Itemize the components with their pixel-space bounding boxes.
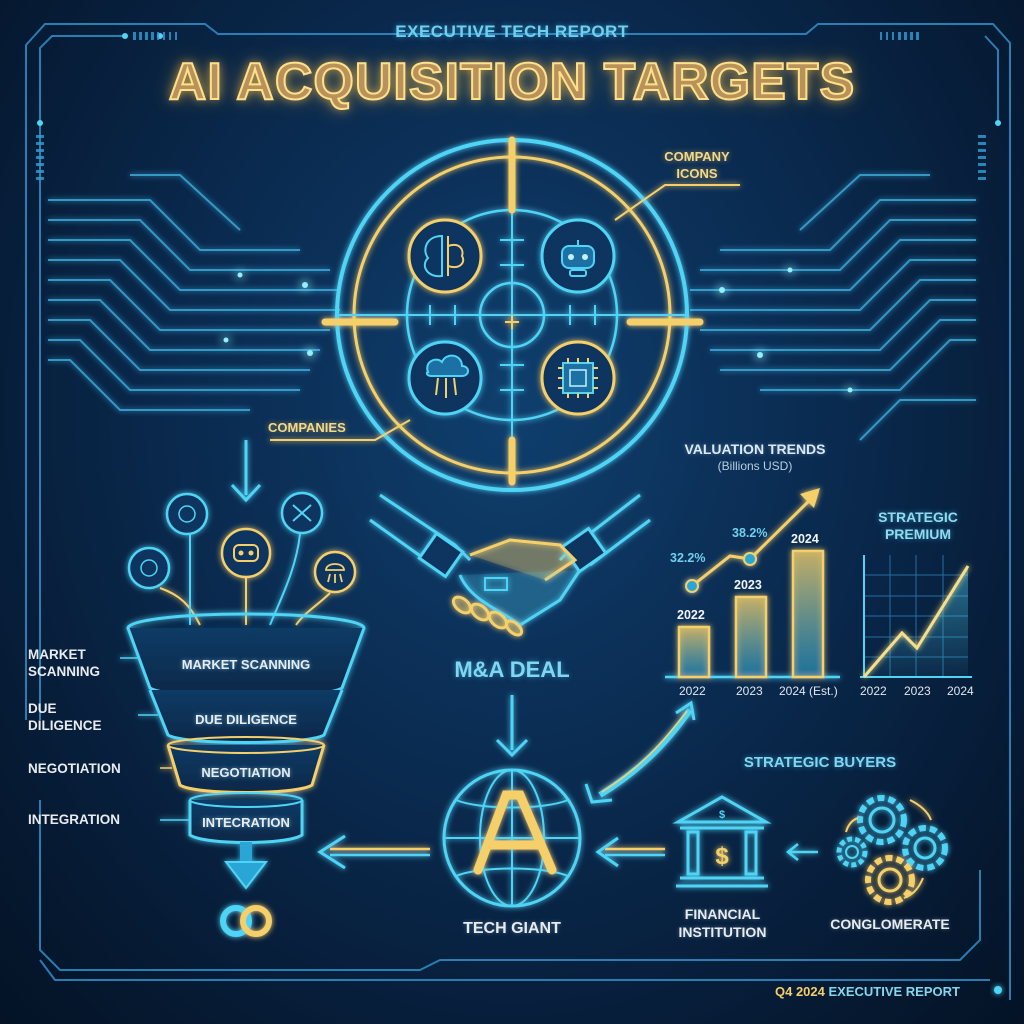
right-circuit-lines [690,174,976,441]
conglomerate-to-financial-arrow [785,843,818,861]
strategic-buyers-heading: STRATEGIC BUYERS [743,754,897,771]
funnel-stage-due-diligence: DUE DILIGENCE [195,712,297,727]
side-label-line: DUE [28,701,57,716]
companies-arrow [230,440,262,503]
bar-label-2024: 2024 [791,532,819,546]
svg-text:$: $ [715,843,729,870]
x-tick-2023: 2023 [736,684,763,698]
company-icons [407,218,616,416]
footer-label: EXECUTIVE REPORT [828,984,960,999]
footer: Q4 2024 EXECUTIVE REPORT [775,984,960,999]
left-circuit-lines [48,174,340,411]
side-label-line: SCANNING [28,664,101,679]
premium-x-tick-2024: 2024 [947,684,974,698]
side-label-market-scanning: MARKET SCANNING [28,646,100,680]
funnel [120,612,366,937]
side-label-integration: INTEGRATION [28,812,120,827]
x-tick-2022: 2022 [679,684,706,698]
valuation-chart-subtitle: (Billions USD) [717,459,793,473]
valuation-chart-graphics [665,488,840,679]
growth-annotation-2: 38.2% [732,526,768,540]
valuation-chart-title: VALUATION TRENDS [684,441,826,457]
callout-line-2: ICONS [676,166,718,181]
label-line: FINANCIAL [684,906,761,922]
report-subtitle: EXECUTIVE TECH REPORT [395,22,629,41]
svg-text:$: $ [719,809,725,821]
tech-giant-label: TECH GIANT [463,920,561,937]
funnel-input-icons [127,491,357,594]
premium-chart-graphics [860,555,972,678]
financial-institution-label: FINANCIAL INSTITUTION [650,905,795,941]
side-label-negotiation: NEGOTIATION [28,761,121,776]
side-label-line: MARKET [28,647,86,662]
company-icons-callout: COMPANY ICONS [652,148,742,182]
gears-icon [836,795,948,905]
giant-to-funnel-arrow [317,834,430,870]
circuit-frame [25,23,1011,1000]
funnel-stage-integration: INTECRATION [202,815,290,830]
bar-label-2022: 2022 [677,608,705,622]
target-reticle [270,136,740,492]
linked-rings-icon [220,905,272,937]
deal-to-giant-arrow [495,695,529,758]
premium-x-tick-2023: 2023 [904,684,931,698]
side-label-line: DILIGENCE [28,718,102,733]
financial-to-giant-arrow [595,836,665,868]
bar-label-2023: 2023 [734,578,762,592]
bank-icon [672,795,772,888]
funnel-stage-market-scanning: MARKET SCANNING [181,657,311,672]
footer-period: Q4 2024 [775,984,825,999]
deal-label: M&A DEAL [454,657,570,682]
conglomerate-label: CONGLOMERATE [830,916,950,932]
side-label-due-diligence: DUE DILIGENCE [28,700,102,734]
globe-a-logo-icon [442,768,582,908]
premium-chart-title: STRATEGIC PREMIUM [878,509,958,542]
funnel-input-arrows [159,533,331,626]
page-title: AI ACQUISITION TARGETS [168,52,856,112]
handshake-icon [369,493,651,637]
bidirectional-arrow [584,700,696,804]
premium-x-tick-2022: 2022 [860,684,887,698]
companies-callout: COMPANIES [268,420,346,435]
growth-annotation-1: 32.2% [670,551,706,565]
x-tick-2024-est: 2024 (Est.) [779,684,838,698]
label-line: INSTITUTION [678,924,767,940]
callout-line-1: COMPANY [664,149,730,164]
funnel-stage-negotiation: NEGOTIATION [201,765,291,780]
